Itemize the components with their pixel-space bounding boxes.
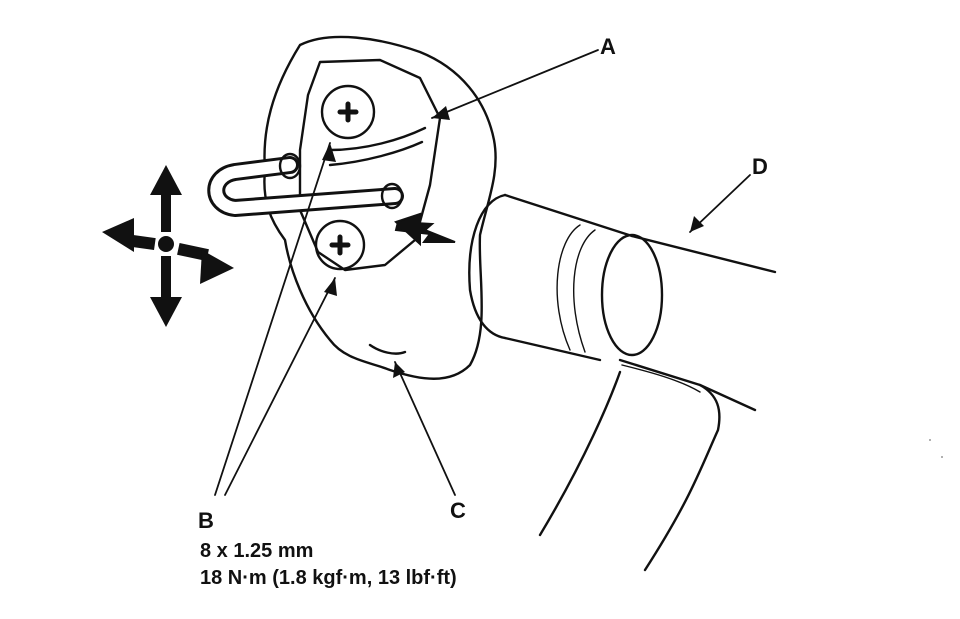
leader-b2 [224,277,336,496]
panel-contour [368,343,407,355]
arrowhead-a [432,106,450,120]
push-direction-arrow-icon [394,212,456,247]
striker-loop [207,152,404,217]
callout-a: A [600,34,616,59]
leader-b1 [214,142,331,496]
phillips-bolt-icon [314,219,366,271]
callout-d: D [752,154,768,179]
arrowhead-c [393,362,405,378]
striker-plate-a [298,58,442,272]
four-way-adjust-arrows-icon [102,165,234,327]
arrowhead-b1 [322,143,336,162]
arrowhead-b2 [324,278,337,296]
callout-c: C [450,498,466,523]
leader-a [431,49,599,119]
phillips-bolt-icon [320,84,376,140]
bolt-size-spec: 8 x 1.25 mm [200,540,314,562]
plate-ridge-2 [328,140,424,167]
arrowhead-d [690,216,704,232]
leader-c [394,361,456,496]
plate-ridge [328,126,427,152]
callout-b: B [198,508,214,533]
torque-spec: 18 N·m (1.8 kgf·m, 13 lbf·ft) [200,567,457,589]
door-pillar-d [468,193,777,572]
